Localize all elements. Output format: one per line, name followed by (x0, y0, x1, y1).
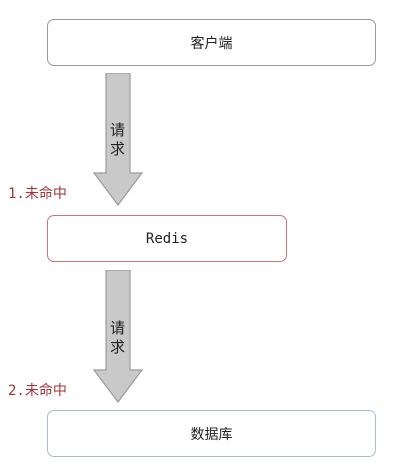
database-node: 数据库 (47, 410, 376, 457)
miss-note-1: 1.未命中 (8, 186, 67, 202)
request-label-1: 请求 (108, 122, 126, 160)
redis-node-label: Redis (145, 230, 189, 247)
client-node: 客户端 (47, 19, 376, 66)
redis-node: Redis (47, 215, 287, 262)
request-arrow-2 (92, 270, 144, 403)
miss-note-2: 2.未命中 (8, 383, 67, 399)
request-label-2: 请求 (108, 320, 126, 358)
database-node-label: 数据库 (190, 426, 233, 443)
request-arrow-1 (92, 73, 144, 206)
client-node-label: 客户端 (190, 35, 233, 52)
